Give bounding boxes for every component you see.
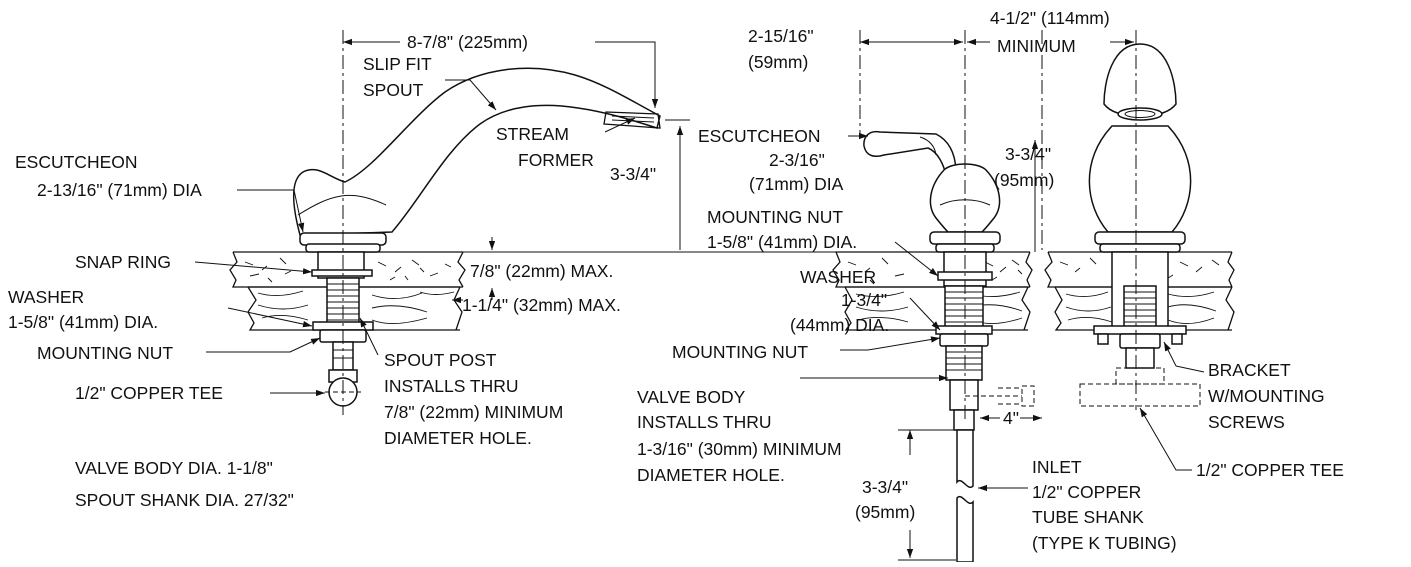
label-mounting-nut-right-2: 1-5/8" (41mm) DIA. — [707, 232, 857, 252]
leader-escutcheon-left — [237, 189, 305, 233]
leader-washer-left — [227, 307, 313, 328]
wood-deck-left — [247, 286, 463, 331]
leader-slip-fit — [445, 79, 497, 111]
bracket — [1093, 325, 1187, 335]
label-escutcheon-right-2: 2-3/16" — [769, 150, 825, 170]
label-washer-left-2: 1-5/8" (41mm) DIA. — [8, 312, 158, 332]
label-stream-1: STREAM — [496, 124, 569, 144]
label-handle-height-1: 3-3/4" — [1005, 144, 1051, 164]
label-valve-body-2: INSTALLS THRU — [637, 412, 772, 432]
label-inlet-1: INLET — [1032, 457, 1082, 477]
label-wood-max: 1-1/4" (32mm) MAX. — [462, 295, 621, 315]
label-washer-right-1: WASHER — [800, 267, 876, 287]
label-inlet-2: 1/2" COPPER — [1032, 482, 1141, 502]
leader-bracket — [1163, 341, 1177, 367]
label-spout-reach: 8-7/8" (225mm) — [407, 32, 528, 52]
label-slip-fit-1: SLIP FIT — [363, 54, 432, 74]
label-valve-body-4: DIAMETER HOLE. — [637, 465, 785, 485]
copper-tee-right — [1079, 383, 1201, 407]
label-escutcheon-left-2: 2-13/16" (71mm) DIA — [37, 180, 202, 200]
spout-body — [292, 67, 661, 236]
label-offset-1: 2-15/16" — [748, 26, 814, 46]
spout-assembly — [292, 67, 661, 407]
mounting-nut-right — [939, 333, 989, 347]
label-snap-ring: SNAP RING — [75, 252, 171, 272]
label-min-1: 4-1/2" (114mm) — [990, 8, 1110, 28]
label-four-in: 4" — [1003, 408, 1019, 428]
leader-washer-right — [909, 297, 941, 331]
inlet-tube-upper — [956, 429, 974, 489]
label-min-2: MINIMUM — [997, 36, 1076, 56]
labels: 8-7/8" (225mm) SLIP FIT SPOUT STREAM FOR… — [8, 8, 1344, 553]
label-washer-left-1: WASHER — [8, 287, 84, 307]
label-spout-height: 3-3/4" — [610, 164, 656, 184]
label-washer-right-2: 1-3/4" — [841, 290, 887, 310]
label-shank-len-2: (95mm) — [855, 502, 915, 522]
side-escutcheon-ring — [1094, 231, 1186, 245]
label-spout-post-4: DIAMETER HOLE. — [384, 428, 532, 448]
label-escutcheon-right-1: ESCUTCHEON — [698, 126, 821, 146]
label-inlet-4: (TYPE K TUBING) — [1032, 533, 1177, 553]
leader-copper-tee-right — [1139, 407, 1192, 471]
label-valve-body-1: VALVE BODY — [637, 387, 746, 407]
label-spout-post-2: INSTALLS THRU — [384, 376, 519, 396]
label-stream-2: FORMER — [518, 150, 594, 170]
label-handle-height-2: (95mm) — [994, 170, 1054, 190]
leader-mounting-nut-bottom — [840, 336, 941, 351]
label-mounting-nut-left: MOUNTING NUT — [37, 343, 173, 363]
handle-side-body — [1103, 43, 1177, 117]
label-mounting-nut-right-1: MOUNTING NUT — [707, 207, 843, 227]
label-shank-len-1: 3-3/4" — [862, 477, 908, 497]
leader-stream-former — [604, 117, 636, 133]
label-escutcheon-right-3: (71mm) DIA — [749, 174, 844, 194]
leader-snap-ring — [194, 261, 313, 275]
leader-mounting-nut-right — [894, 241, 939, 277]
label-shank-dia: SPOUT SHANK DIA. 27/32" — [75, 490, 294, 510]
label-copper-tee-right: 1/2" COPPER TEE — [1196, 460, 1344, 480]
label-bracket-1: BRACKET — [1208, 360, 1291, 380]
label-slip-fit-2: SPOUT — [363, 80, 424, 100]
snap-ring — [311, 269, 373, 277]
label-inlet-3: TUBE SHANK — [1032, 507, 1144, 527]
valve-lower-body — [945, 345, 983, 381]
dimension-lines — [340, 38, 1134, 561]
label-washer-right-3: (44mm) DIA. — [790, 315, 889, 335]
label-valve-body-3: 1-3/16" (30mm) MINIMUM — [637, 439, 842, 459]
label-bracket-3: SCREWS — [1208, 412, 1285, 432]
label-copper-tee-left: 1/2" COPPER TEE — [75, 383, 223, 403]
washer-right — [935, 325, 993, 335]
stream-former — [603, 111, 661, 129]
handle-lever — [863, 130, 957, 178]
valve-threads — [944, 285, 984, 329]
label-spout-post-1: SPOUT POST — [384, 350, 497, 370]
wood-deck-middle — [844, 286, 1031, 331]
handle-side-view — [1079, 43, 1201, 407]
label-spout-post-3: 7/8" (22mm) MINIMUM — [384, 402, 563, 422]
leader-lines — [194, 79, 1192, 492]
leader-spout-post — [359, 317, 379, 356]
label-offset-2: (59mm) — [748, 52, 808, 72]
leader-mounting-nut-left — [206, 337, 321, 353]
inlet-fitting — [953, 409, 975, 431]
inlet-tube-lower — [956, 495, 974, 563]
label-mounting-nut-right-3: MOUNTING NUT — [672, 342, 808, 362]
label-deck-max: 7/8" (22mm) MAX. — [470, 261, 613, 281]
centerlines — [342, 30, 1137, 420]
label-valve-dia: VALVE BODY DIA. 1-1/8" — [75, 458, 273, 478]
label-bracket-2: W/MOUNTING — [1208, 386, 1325, 406]
label-escutcheon-left-1: ESCUTCHEON — [15, 152, 138, 172]
